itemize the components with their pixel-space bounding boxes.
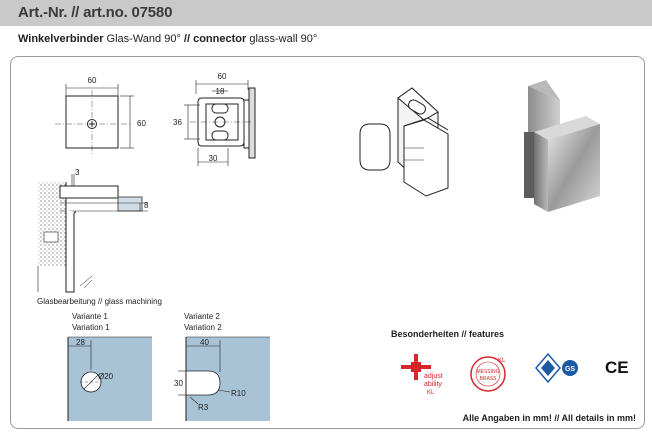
front-width-dim: 60	[88, 76, 97, 85]
glass-machining-caption: Glasbearbeitung // glass machining	[37, 297, 162, 306]
subtitle-en-bold: connector	[193, 33, 247, 45]
svg-text:KL: KL	[427, 390, 435, 396]
variant1-offset-dim: 28	[76, 338, 85, 347]
section-thickness-dim: 8	[144, 201, 149, 210]
side-inner-dim: 18	[216, 87, 225, 96]
footer-note: Alle Angaben in mm! // All details in mm…	[462, 413, 636, 423]
adjust-ability-logo: adjust ability KL	[401, 354, 443, 396]
ce-mark-logo: CE	[605, 358, 629, 377]
side-height-dim: 36	[173, 118, 182, 127]
variant1-diameter-dim: Ø20	[98, 372, 114, 381]
variant1-label-en: Variation 1	[72, 323, 110, 332]
article-number: Art.-Nr. // art.no. 07580	[18, 4, 173, 21]
svg-text:GS: GS	[565, 366, 575, 373]
variant1-label-de: Variante 1	[72, 312, 108, 321]
svg-text:KL: KL	[498, 358, 506, 364]
svg-text:adjust: adjust	[424, 373, 443, 380]
svg-text:MESSING: MESSING	[476, 369, 499, 375]
variant2-height-dim: 30	[174, 379, 183, 388]
subtitle-de-rest: Glas-Wand 90°	[103, 33, 184, 45]
variant2-label-de: Variante 2	[184, 312, 220, 321]
header-bar: Art.-Nr. // art.no. 07580	[0, 0, 652, 26]
messing-brass-logo: MESSING BRASS KL	[470, 356, 506, 392]
side-base-dim: 30	[209, 154, 218, 163]
variant2-offset-dim: 40	[200, 338, 209, 347]
variant2-rlarge-dim: R10	[231, 389, 246, 398]
subtitle-en-rest: glass-wall 90°	[246, 33, 318, 45]
side-width-dim: 60	[218, 72, 227, 81]
product-subtitle: Winkelverbinder Glas-Wand 90° // connect…	[18, 33, 317, 45]
svg-text:CE: CE	[605, 358, 629, 377]
variant2-glass	[178, 336, 270, 421]
section-top-dim: 3	[75, 168, 80, 177]
subtitle-de-bold: Winkelverbinder	[18, 33, 104, 45]
features-title: Besonderheiten // features	[391, 329, 505, 339]
front-view	[55, 84, 134, 156]
isometric-line-drawing	[359, 87, 449, 197]
side-view	[184, 80, 256, 166]
subtitle-separator: //	[183, 33, 194, 45]
front-height-dim: 60	[137, 119, 146, 128]
svg-text:ability: ability	[424, 381, 442, 388]
variant1-glass	[67, 336, 152, 421]
variant2-label-en: Variation 2	[184, 323, 222, 332]
variant2-rsmall-dim: R3	[198, 403, 209, 412]
svg-text:BRASS: BRASS	[480, 376, 498, 382]
product-render	[524, 80, 600, 212]
section-view	[37, 174, 148, 293]
certification-logo: GS	[535, 352, 578, 384]
